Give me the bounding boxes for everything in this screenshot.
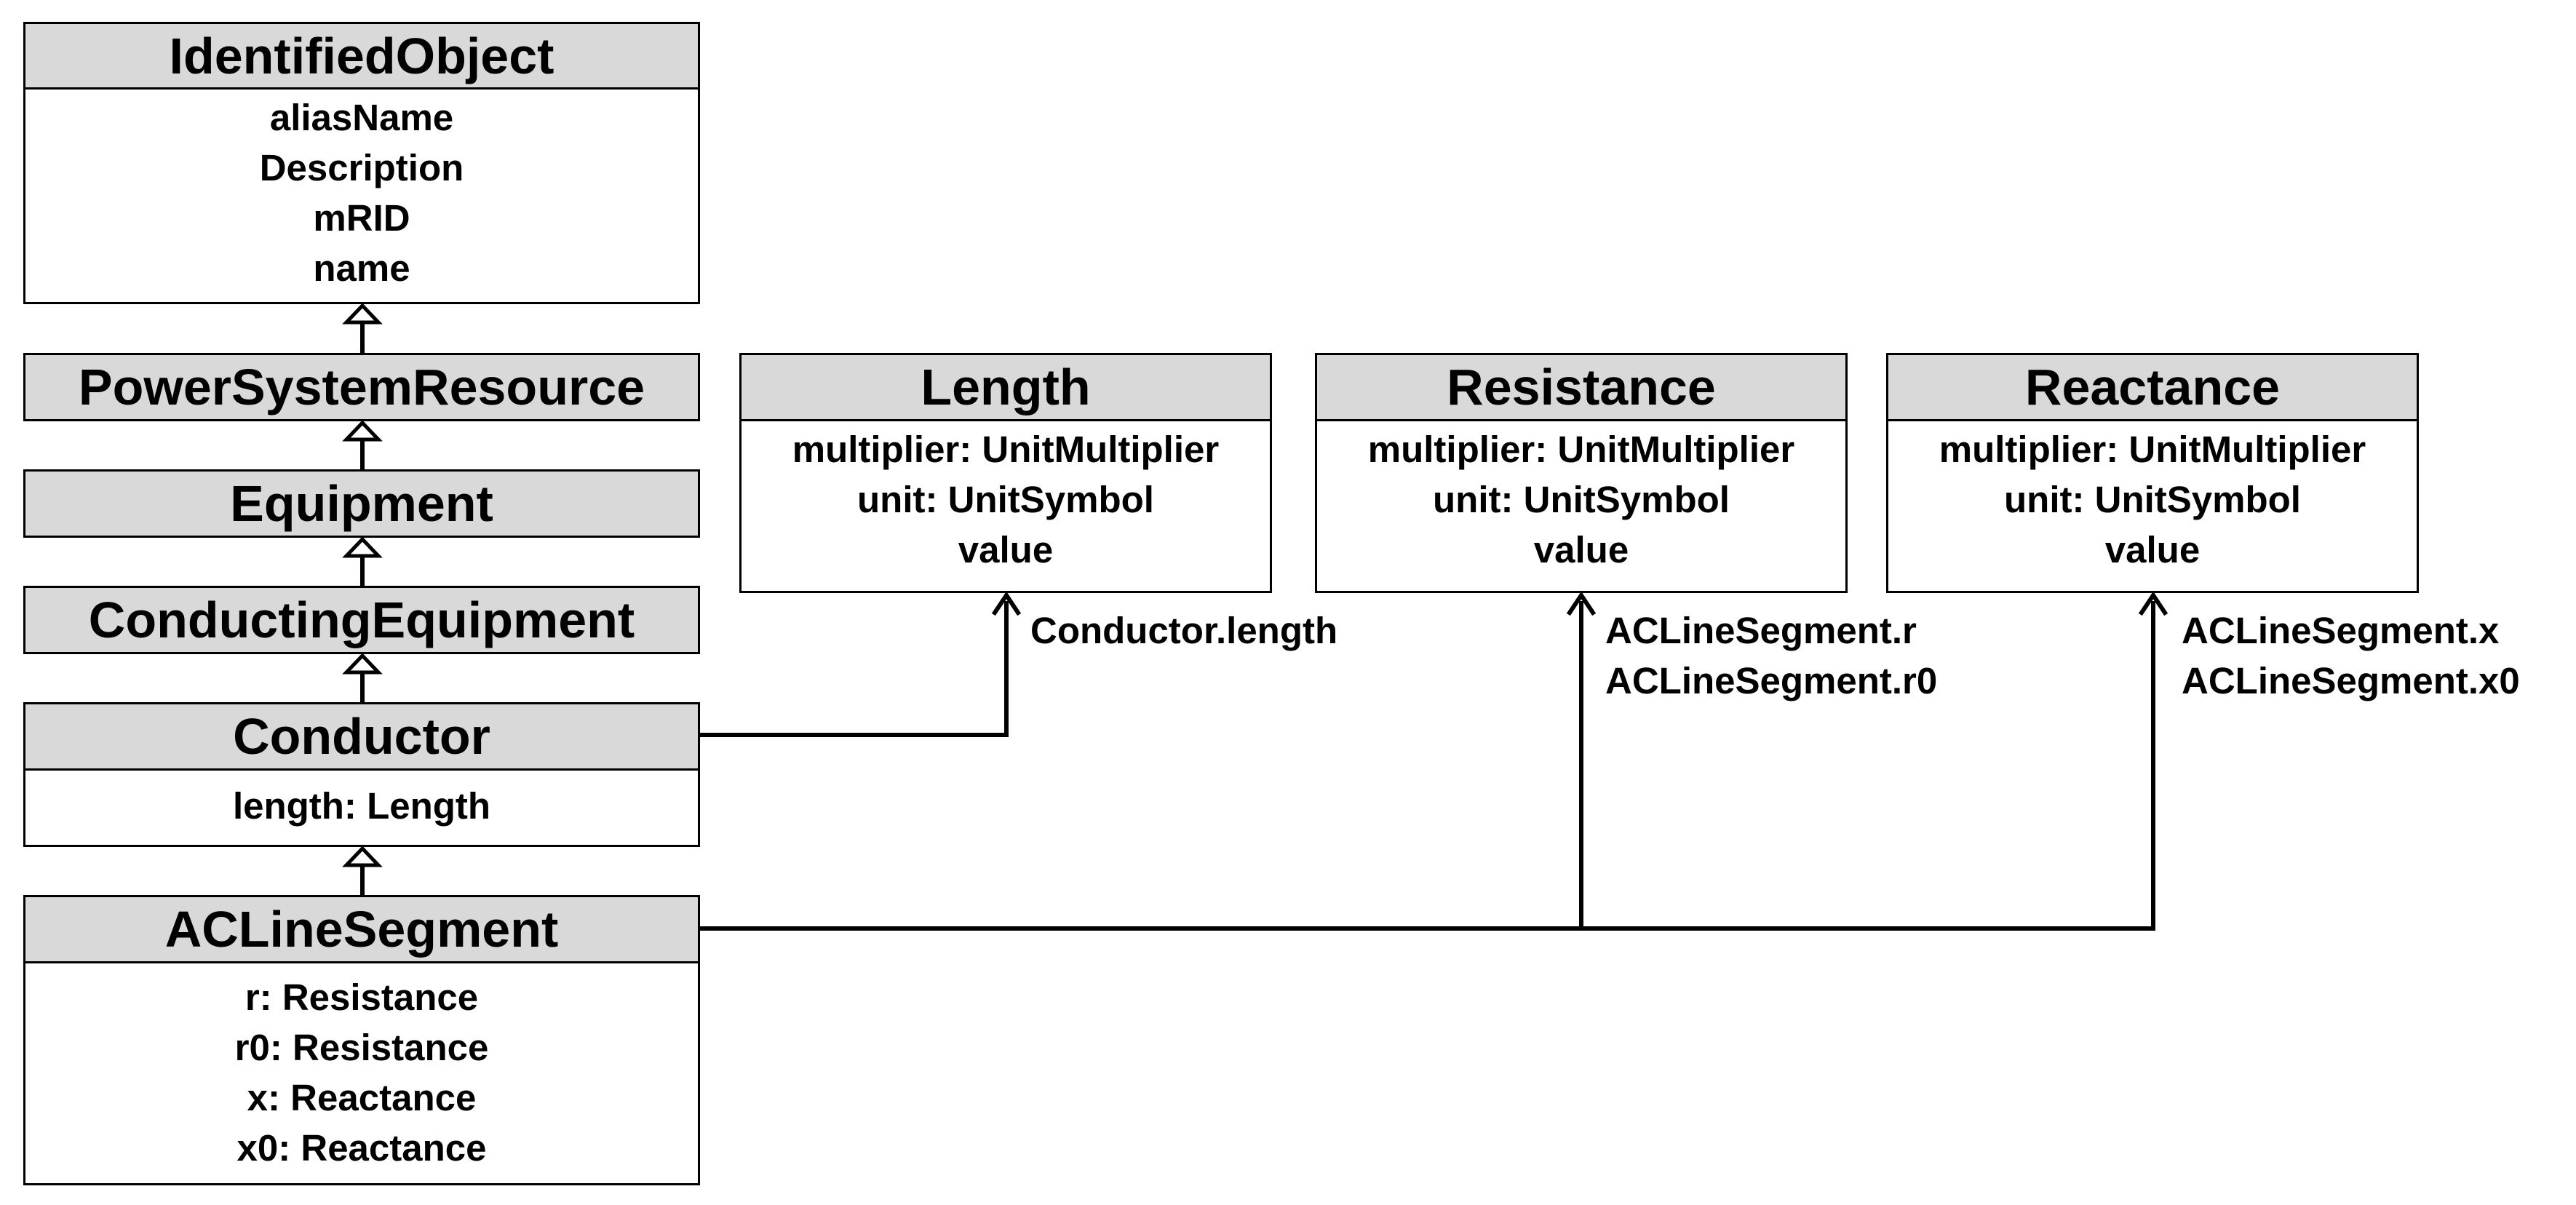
role-label: Conductor.length [1030, 610, 1338, 651]
class-attributes: multiplier: UnitMultiplier unit: UnitSym… [742, 421, 1270, 575]
attribute: x: Reactance [247, 1077, 477, 1118]
class-name: ACLineSegment [25, 897, 698, 963]
attribute: r0: Resistance [234, 1027, 489, 1068]
attribute: name [313, 247, 410, 289]
attribute: r: Resistance [245, 977, 479, 1018]
class-name: ConductingEquipment [25, 588, 698, 652]
attribute: multiplier: UnitMultiplier [1939, 429, 2366, 470]
class-equipment[interactable]: Equipment [23, 469, 700, 538]
class-conductingequipment[interactable]: ConductingEquipment [23, 586, 700, 654]
association-arrowhead [1566, 591, 1597, 616]
generalization-arrowhead [342, 303, 383, 325]
association-label-segment-reactance: ACLineSegment.x ACLineSegment.x0 [2182, 605, 2520, 706]
attribute: multiplier: UnitMultiplier [1367, 429, 1795, 470]
role-label: ACLineSegment.x [2182, 610, 2500, 651]
role-label: ACLineSegment.r0 [1605, 660, 1938, 701]
attribute: length: Length [232, 785, 491, 827]
attribute: unit: UnitSymbol [857, 479, 1154, 520]
generalization-arrowhead [342, 536, 383, 558]
class-length[interactable]: Length multiplier: UnitMultiplier unit: … [739, 353, 1272, 593]
generalization-arrowhead [342, 653, 383, 675]
class-name: Reactance [1888, 355, 2417, 421]
class-conductor[interactable]: Conductor length: Length [23, 702, 700, 847]
association-label-conductor-length: Conductor.length [1030, 605, 1337, 656]
class-name: Length [742, 355, 1270, 421]
generalization-arrowhead [342, 846, 383, 867]
class-attributes: aliasName Description mRID name [25, 90, 698, 293]
class-attributes: multiplier: UnitMultiplier unit: UnitSym… [1317, 421, 1845, 575]
class-powersystemresource[interactable]: PowerSystemResource [23, 353, 700, 421]
association-line-conductor-length [699, 601, 1009, 737]
class-name: Equipment [25, 472, 698, 536]
attribute: value [1533, 529, 1629, 570]
class-name: Resistance [1317, 355, 1845, 421]
association-arrowhead [2138, 591, 2168, 616]
association-label-segment-resistance: ACLineSegment.r ACLineSegment.r0 [1605, 605, 1937, 706]
class-name: Conductor [25, 704, 698, 771]
attribute: x0: Reactance [236, 1127, 487, 1169]
generalization-arrowhead [342, 420, 383, 442]
association-arrowhead [991, 591, 1022, 616]
attribute: unit: UnitSymbol [1433, 479, 1730, 520]
class-attributes: r: Resistance r0: Resistance x: Reactanc… [25, 963, 698, 1173]
attribute: value [958, 529, 1054, 570]
attribute: multiplier: UnitMultiplier [792, 429, 1220, 470]
attribute: aliasName [269, 97, 454, 138]
class-name: PowerSystemResource [25, 355, 698, 419]
attribute: unit: UnitSymbol [2004, 479, 2301, 520]
attribute: Description [259, 147, 464, 188]
attribute: value [2104, 529, 2201, 570]
class-attributes: length: Length [25, 771, 698, 831]
role-label: ACLineSegment.x0 [2182, 660, 2520, 701]
attribute: mRID [313, 197, 410, 239]
class-identifiedobject[interactable]: IdentifiedObject aliasName Description m… [23, 22, 700, 304]
class-aclinesegment[interactable]: ACLineSegment r: Resistance r0: Resistan… [23, 895, 700, 1185]
class-resistance[interactable]: Resistance multiplier: UnitMultiplier un… [1315, 353, 1848, 593]
role-label: ACLineSegment.r [1605, 610, 1917, 651]
class-reactance[interactable]: Reactance multiplier: UnitMultiplier uni… [1886, 353, 2419, 593]
class-name: IdentifiedObject [25, 24, 698, 90]
class-attributes: multiplier: UnitMultiplier unit: UnitSym… [1888, 421, 2417, 575]
